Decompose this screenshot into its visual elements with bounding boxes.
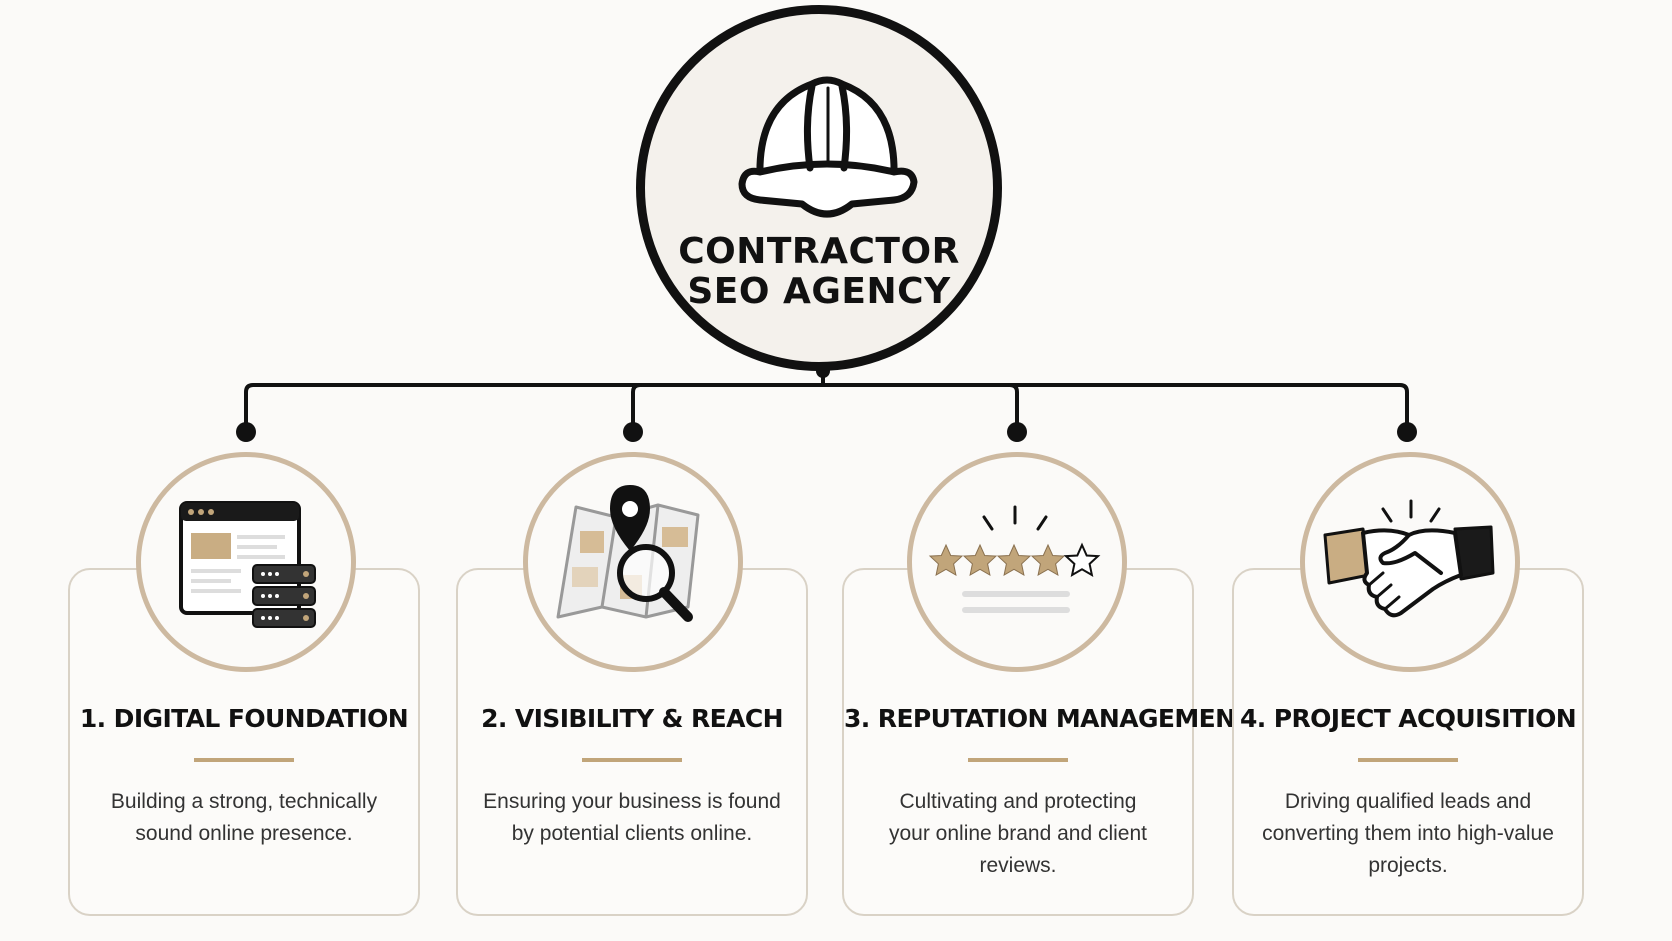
card-description: Cultivating and protecting your online b… — [888, 790, 1147, 877]
card-description: Building a strong, technically sound onl… — [110, 790, 378, 845]
website-server-icon — [179, 501, 316, 628]
icon-ring-digital-foundation — [136, 452, 356, 672]
card-divider — [968, 758, 1068, 762]
hub-circle: CONTRACTOR SEO AGENCY — [636, 5, 1002, 371]
card-digital-foundation: 1. DIGITAL FOUNDATION Building a strong,… — [68, 568, 420, 916]
card-description: Driving qualified leads and converting t… — [1262, 790, 1554, 877]
handshake-icon — [1323, 499, 1495, 618]
card-divider — [582, 758, 682, 762]
hard-hat-icon — [738, 76, 918, 218]
icon-ring-reputation-management — [907, 452, 1127, 672]
hub-title-line-2: SEO AGENCY — [687, 271, 951, 312]
card-title: 2. VISIBILITY & REACH — [481, 704, 783, 733]
card-title: 3. REPUTATION MANAGEMENT — [844, 704, 1253, 733]
hub-title: CONTRACTOR SEO AGENCY — [645, 232, 993, 312]
map-search-icon — [556, 485, 700, 622]
icon-ring-project-acquisition — [1300, 452, 1520, 672]
hub-title-line-1: CONTRACTOR — [678, 231, 960, 272]
card-title: 1. DIGITAL FOUNDATION — [79, 704, 409, 733]
card-divider — [1358, 758, 1458, 762]
card-divider — [194, 758, 294, 762]
card-description: Ensuring your business is found by poten… — [483, 790, 781, 845]
icon-ring-visibility-reach — [523, 452, 743, 672]
star-rating-icon — [928, 505, 1101, 613]
card-title: 4. PROJECT ACQUISITION — [1239, 704, 1577, 733]
